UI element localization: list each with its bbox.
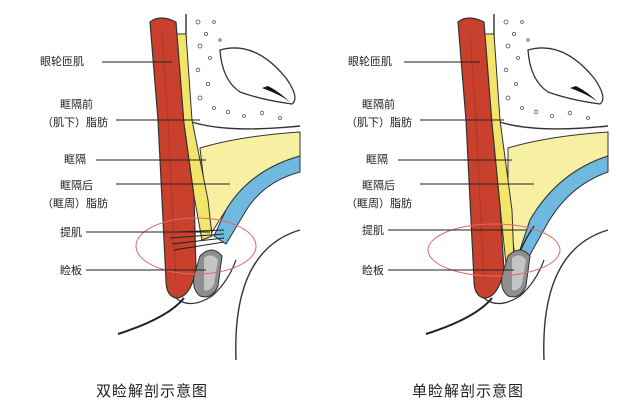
label-postseptal-fat-2: （眶周）脂肪: [42, 197, 108, 210]
label-orbicularis: 眼轮匝肌: [348, 55, 392, 68]
sinus-cavity: [219, 47, 296, 105]
skin-outline: [483, 259, 545, 305]
double-eyelid-diagram: [86, 14, 301, 361]
label-levator: 提肌: [60, 226, 82, 239]
label-postseptal-fat-1: 眶隔后: [362, 179, 395, 192]
label-leaders: [86, 61, 230, 271]
eye-globe: [543, 229, 609, 361]
eyelash: [425, 297, 493, 335]
eye-globe: [235, 229, 301, 361]
bone-texture: [195, 19, 282, 120]
single-eyelid-panel: 眼轮匝肌 眶隔前 （肌下）脂肪 眶隔 眶隔后 （眶周）脂肪 提肌 睑板 单睑解剖…: [308, 0, 617, 414]
label-postseptal-fat-1: 眶隔后: [60, 179, 93, 192]
label-septum: 眶隔: [64, 153, 86, 166]
label-leaders: [388, 61, 534, 271]
eyelash: [117, 297, 185, 335]
orbicularis-muscle: [457, 17, 505, 299]
label-preseptal-fat-2: （肌下）脂肪: [346, 116, 412, 129]
sinus-cavity: [527, 47, 604, 105]
bone-texture: [503, 19, 590, 120]
crease-highlight: [135, 217, 257, 275]
label-preseptal-fat-2: （肌下）脂肪: [42, 116, 108, 129]
label-orbicularis: 眼轮匝肌: [40, 55, 84, 68]
label-tarsus: 睑板: [60, 264, 82, 277]
single-eyelid-diagram: [388, 14, 609, 361]
levator-region: [213, 155, 301, 245]
double-eyelid-panel: 眼轮匝肌 眶隔前 （肌下）脂肪 眶隔 眶隔后 （眶周）脂肪 提肌 睑板 双睑解剖…: [0, 0, 309, 414]
label-tarsus: 睑板: [362, 264, 384, 277]
label-postseptal-fat-2: （眶周）脂肪: [346, 197, 412, 210]
label-levator: 提肌: [362, 224, 384, 237]
levator-region: [515, 155, 609, 263]
skin-outline: [175, 259, 237, 305]
caption-double-eyelid: 双睑解剖示意图: [96, 382, 209, 400]
caption-single-eyelid: 单睑解剖示意图: [412, 382, 525, 400]
label-preseptal-fat-1: 眶隔前: [362, 98, 395, 111]
orbicularis-muscle: [149, 17, 197, 299]
label-septum: 眶隔: [366, 153, 388, 166]
label-preseptal-fat-1: 眶隔前: [60, 98, 93, 111]
crease-highlight: [427, 223, 561, 277]
